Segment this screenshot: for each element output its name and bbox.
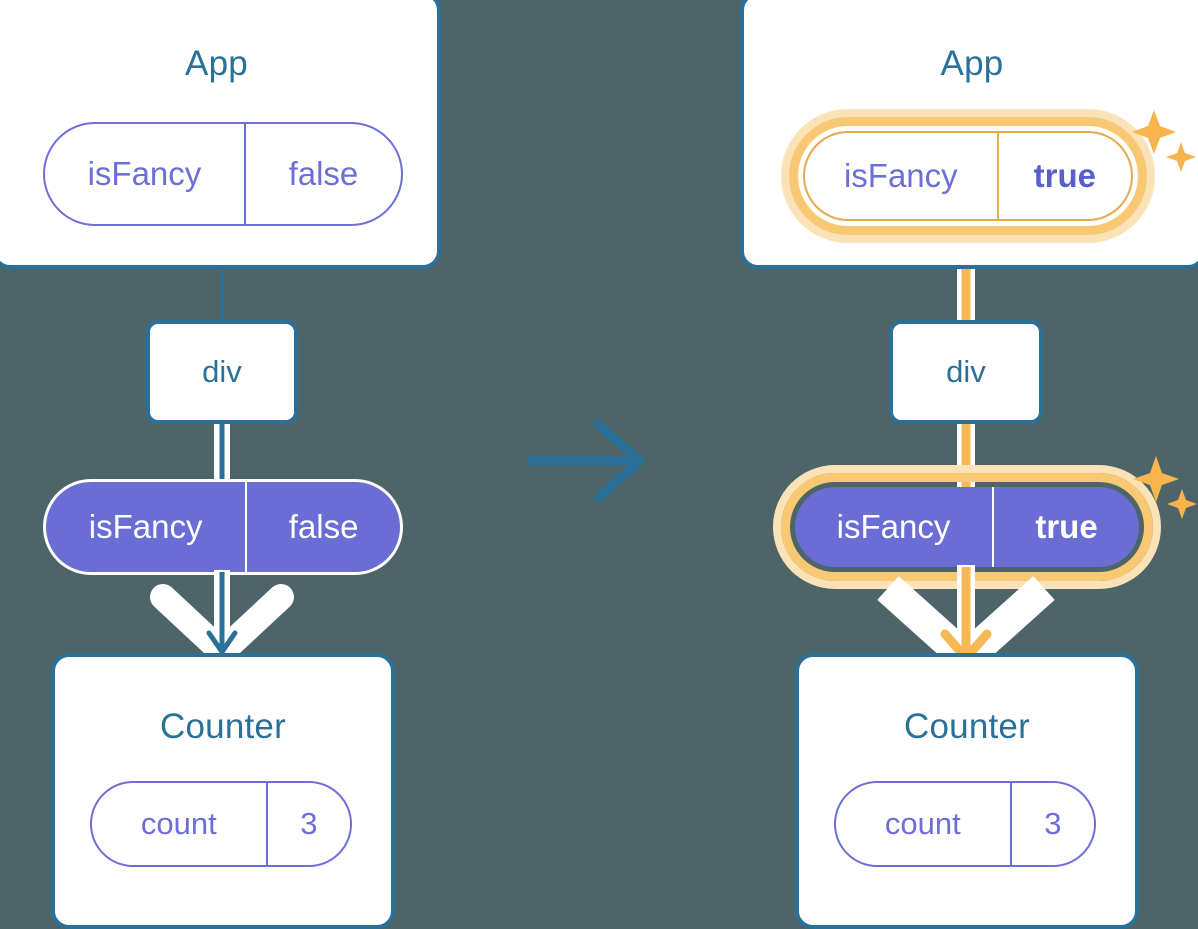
prop-value-after: true <box>1035 508 1098 545</box>
counter-state-value-after: 3 <box>1044 806 1062 841</box>
prop-key-before: isFancy <box>46 482 248 572</box>
counter-state-pill-before: count 3 <box>90 781 352 867</box>
app-card-title-after: App <box>940 44 1004 83</box>
prop-key-after: isFancy <box>795 487 994 567</box>
counter-state-value-before: 3 <box>300 806 318 841</box>
counter-state-key-after: count <box>836 783 1012 865</box>
app-state-highlight-ring-after <box>789 117 1147 235</box>
counter-card-title-after: Counter <box>904 707 1030 746</box>
counter-state-pill-after: count 3 <box>834 781 1096 867</box>
counter-state-key-before: count <box>92 783 268 865</box>
app-state-value-before: false <box>288 155 359 192</box>
prop-value-before: false <box>288 508 359 545</box>
app-state-value-after: true <box>1033 157 1096 194</box>
div-node-label-after: div <box>946 354 986 389</box>
app-state-pill-before: isFancy false <box>43 122 403 226</box>
div-node-before: div <box>146 320 298 424</box>
prop-pill-after: isFancy true <box>795 487 1139 567</box>
app-card-title-before: App <box>185 44 248 83</box>
app-state-key-after: isFancy <box>805 133 999 219</box>
app-state-pill-after: isFancy true <box>803 131 1133 221</box>
left-arrow-head <box>206 630 238 655</box>
div-node-after: div <box>889 320 1043 424</box>
transition-arrow-head <box>593 419 645 503</box>
counter-card-title-before: Counter <box>160 707 286 746</box>
app-state-key-before: isFancy <box>45 124 246 224</box>
div-node-label-before: div <box>202 354 242 389</box>
